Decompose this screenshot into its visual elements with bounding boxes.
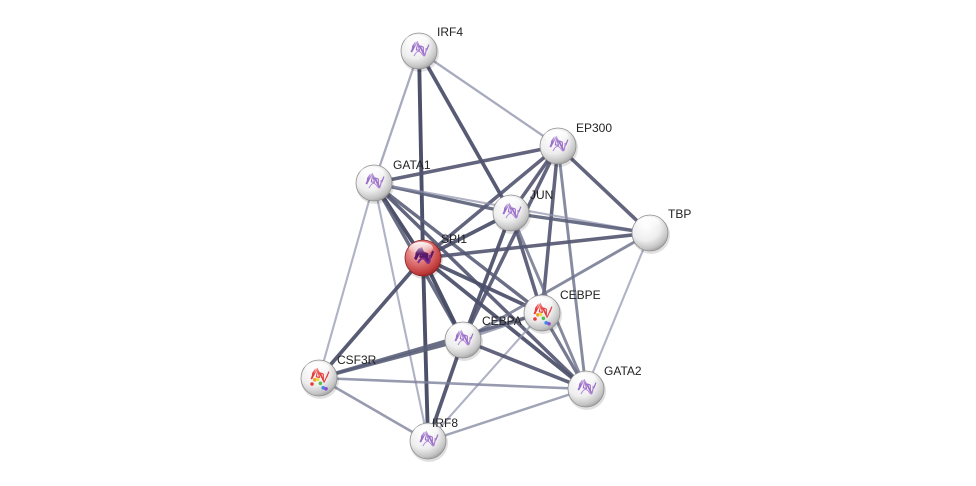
node-jun[interactable]: JUN (492, 188, 553, 234)
node-tbp[interactable]: TBP (631, 207, 691, 254)
node-highlight-shine (305, 362, 329, 374)
edge-irf4-ep300[interactable] (417, 49, 560, 148)
node-highlight-shine (544, 130, 568, 142)
edge-tbp-cebpa[interactable] (461, 231, 652, 342)
protein-structure-segment (538, 312, 543, 317)
node-irf8[interactable]: IRF8 (409, 416, 458, 462)
node-highlight-shine (405, 35, 429, 47)
edge-ep300-gata1[interactable] (372, 144, 560, 185)
edge-irf8-gata2[interactable] (426, 387, 588, 443)
edge-cebpe-irf8[interactable] (426, 311, 544, 443)
node-csf3r[interactable]: CSF3R (300, 353, 377, 399)
node-ep300[interactable]: EP300 (539, 121, 612, 167)
edge-csf3r-irf8[interactable] (317, 376, 430, 443)
edge-spi1-tbp[interactable] (421, 231, 652, 260)
edge-irf4-spi1[interactable] (417, 49, 425, 260)
edge-irf4-jun[interactable] (417, 49, 513, 215)
node-gata2[interactable]: GATA2 (567, 364, 642, 410)
edge-tbp-gata2[interactable] (584, 231, 652, 391)
protein-structure-segment (536, 313, 540, 317)
node-gata1[interactable]: GATA1 (355, 158, 431, 204)
protein-structure-glyph (457, 336, 471, 346)
node-cebpe[interactable]: CEBPE (523, 288, 601, 334)
node-cebpa[interactable]: CEBPA (444, 314, 522, 361)
protein-structure-segment (310, 382, 314, 386)
edge-ep300-cebpa[interactable] (461, 144, 560, 342)
edge-gata1-cebpe[interactable] (372, 181, 544, 315)
protein-structure-glyph (417, 254, 431, 264)
protein-structure-segment (318, 381, 323, 386)
edge-gata1-csf3r[interactable] (317, 181, 376, 380)
edge-cebpa-gata2[interactable] (461, 338, 588, 391)
protein-structure-segment (547, 322, 551, 326)
edge-jun-cebpa[interactable] (461, 211, 513, 342)
edge-spi1-cebpe[interactable] (421, 256, 544, 315)
protein-structure-segment (315, 377, 320, 382)
edge-ep300-tbp[interactable] (556, 144, 652, 235)
protein-structure-glyph (505, 209, 519, 219)
node-label-irf4: IRF4 (437, 25, 463, 39)
node-label-spi1: SPI1 (441, 232, 467, 246)
node-highlight-shine (528, 297, 552, 309)
node-label-tbp: TBP (668, 207, 691, 221)
node-label-csf3r: CSF3R (337, 353, 377, 367)
edge-ep300-gata2[interactable] (556, 144, 588, 391)
node-highlight-shine (572, 373, 596, 385)
protein-structure-segment (541, 316, 546, 321)
node-highlight-shine (449, 324, 473, 336)
node-highlight-shine (414, 425, 438, 437)
edge-ep300-cebpe[interactable] (540, 144, 560, 315)
protein-structure-segment (533, 317, 537, 321)
edge-spi1-csf3r[interactable] (317, 256, 425, 380)
node-highlight-shine (360, 167, 384, 179)
protein-structure-segment (544, 321, 548, 325)
node-label-cebpe: CEBPE (560, 288, 601, 302)
protein-structure-glyph (552, 142, 566, 152)
edge-jun-tbp[interactable] (509, 211, 652, 235)
protein-structure-segment (324, 387, 328, 391)
node-label-cebpa: CEBPA (482, 314, 522, 328)
protein-structure-glyph (580, 385, 594, 395)
edge-gata1-irf8[interactable] (372, 181, 430, 443)
node-spi1[interactable]: SPI1 (404, 232, 467, 279)
protein-structure-segment (313, 378, 317, 382)
node-label-jun: JUN (530, 188, 553, 202)
node-label-ep300: EP300 (576, 121, 612, 135)
node-highlight-shine (409, 242, 433, 254)
node-label-gata2: GATA2 (604, 364, 642, 378)
node-label-irf8: IRF8 (432, 416, 458, 430)
edge-cebpa-csf3r[interactable] (317, 338, 465, 380)
protein-structure-glyph (422, 437, 436, 447)
node-highlight-shine (636, 217, 660, 229)
node-label-gata1: GATA1 (393, 158, 431, 172)
protein-structure-segment (321, 386, 326, 390)
protein-structure-glyph (413, 47, 427, 57)
protein-structure-glyph (368, 179, 382, 189)
edge-csf3r-gata2[interactable] (317, 376, 588, 391)
node-irf4[interactable]: IRF4 (400, 25, 463, 72)
node-highlight-shine (497, 197, 521, 209)
edge-irf4-gata1[interactable] (372, 49, 421, 185)
